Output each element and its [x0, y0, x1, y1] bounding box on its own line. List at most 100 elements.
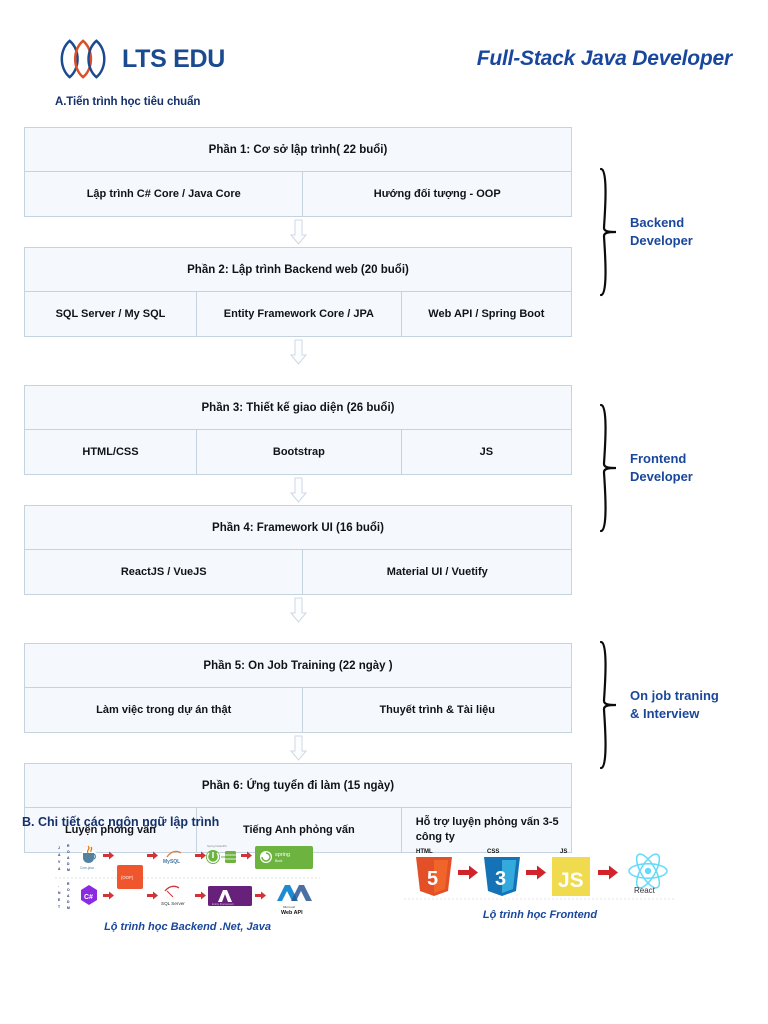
role-brace: On job traning & Interview [598, 639, 719, 771]
svg-text:C#: C# [84, 894, 93, 901]
svg-text:Entity Framework: Entity Framework [212, 902, 234, 906]
csharp-icon: C# [81, 885, 97, 905]
phase-subject-row: Lập trình C# Core / Java Core Hướng đối t… [25, 172, 571, 216]
microsoft-web-api-icon: Microsoft Web API [277, 885, 312, 915]
svg-text:.: . [58, 884, 59, 888]
svg-text:Web API: Web API [281, 910, 303, 915]
svg-text:D: D [67, 900, 70, 904]
svg-text:J: J [58, 846, 60, 850]
svg-text:A: A [67, 856, 70, 860]
svg-text:R: R [67, 882, 70, 886]
phase-block: Phần 5: On Job Training (22 ngày )Làm vi… [24, 643, 572, 733]
role-brace: Backend Developer [598, 166, 693, 298]
svg-text:3: 3 [495, 868, 506, 890]
phase-subject-cell: Hướng đối tượng - OOP [373, 187, 501, 200]
svg-text:A: A [67, 894, 70, 898]
css3-icon: CSS 3 [484, 849, 520, 896]
flow-arrow-connector [24, 217, 572, 247]
phase-subject-cell: Bootstrap [197, 430, 402, 474]
phase-subject-cell: Material UI / Vuetify [386, 565, 488, 578]
phase-subject-cell: Hỗ trợ luyện phỏng vấn 3-5 công ty [415, 816, 559, 843]
sql-server-icon: SQL Server [161, 885, 185, 906]
entity-framework-icon: Entity Framework [208, 886, 252, 906]
phase-subject-cell: ReactJS / VueJS [25, 550, 304, 594]
svg-text:O: O [67, 850, 70, 854]
svg-text:JS: JS [560, 849, 567, 855]
phase-block: Phần 1: Cơ sở lập trình( 22 buổi)Lập trì… [24, 127, 572, 217]
svg-text:spring: spring [275, 852, 290, 858]
phase-block: Phần 2: Lập trình Backend web (20 buổi)S… [24, 247, 572, 337]
phase-subject-row: ReactJS / VueJS Material UI / Vuetify [25, 550, 571, 594]
role-label: Backend Developer [630, 215, 693, 248]
phase-title: Phần 2: Lập trình Backend web (20 buổi) [25, 248, 571, 292]
phase-block: Phần 3: Thiết kế giao diện (26 buổi)HTML… [24, 385, 572, 475]
svg-text:O: O [67, 888, 70, 892]
flow-arrow-connector [24, 475, 572, 505]
frontend-roadmap: HTML 5 CSS 3 JS JS [400, 841, 680, 921]
flow-arrow-connector [24, 733, 572, 763]
section-a-heading: A.Tiến trình học tiêu chuẩn [55, 96, 201, 108]
flow-arrow-connector [24, 595, 572, 625]
phase-subject-cell: SQL Server / My SQL [25, 292, 197, 336]
svg-text:Spring Data/JPA: Spring Data/JPA [207, 844, 227, 848]
page-title: Full-Stack Java Developer [476, 47, 732, 70]
phase-title: Phần 5: On Job Training (22 ngày ) [25, 644, 571, 688]
mysql-icon: MySQL [163, 850, 182, 865]
brand-name: LTS EDU [122, 44, 225, 73]
brand-logo: LTS EDU [56, 38, 225, 80]
svg-text:N: N [58, 891, 61, 895]
svg-text:A: A [58, 853, 61, 857]
role-label: Frontend Developer [630, 451, 693, 484]
svg-text:T: T [58, 905, 61, 909]
phase-subject-cell: Tiếng Anh phỏng vấn [197, 808, 402, 852]
core-java-icon: Core-java [80, 845, 98, 870]
svg-text:JS: JS [558, 869, 584, 892]
svg-text:E: E [58, 898, 61, 902]
phase-title: Phần 4: Framework UI (16 buổi) [25, 506, 571, 550]
svg-text:5: 5 [427, 868, 438, 890]
svg-text:M: M [67, 906, 70, 910]
spring-data-jpa-icon: Spring Data/JPA [206, 844, 236, 864]
svg-text:React: React [634, 886, 656, 895]
svg-text:HTML: HTML [416, 849, 433, 855]
html5-icon: HTML 5 [416, 849, 452, 896]
phase-block: Phần 6: Ứng tuyển đi làm (15 ngày)Luyện … [24, 763, 572, 853]
page-header: LTS EDU Full-Stack Java Developer [0, 0, 768, 95]
spring-boot-icon: spring Boot [255, 846, 313, 869]
flow-arrow-connector [24, 337, 572, 367]
svg-text:A: A [58, 867, 61, 871]
phase-title: Phần 3: Thiết kế giao diện (26 buổi) [25, 386, 571, 430]
phase-subject-cell: Entity Framework Core / JPA [197, 292, 402, 336]
phase-subject-cell: Làm việc trong dự án thật [25, 688, 304, 732]
svg-text:R: R [67, 844, 70, 848]
svg-text:Boot: Boot [275, 859, 282, 863]
javascript-icon: JS JS [552, 849, 590, 896]
lts-leaf-logo-icon [56, 38, 112, 80]
flow-spacer [24, 625, 572, 643]
svg-text:Core-java: Core-java [80, 866, 94, 870]
phase-subject-cell: JS [479, 445, 494, 458]
phase-subject-cell: Lập trình C# Core / Java Core [25, 172, 304, 216]
section-b-heading: B. Chi tiết các ngôn ngữ lập trình [22, 815, 220, 829]
phase-subject-cell: Web API / Spring Boot [428, 307, 545, 320]
phase-block: Phần 4: Framework UI (16 buổi)ReactJS / … [24, 505, 572, 595]
svg-text:SQL Server: SQL Server [161, 901, 185, 906]
phase-title: Phần 6: Ứng tuyển đi làm (15 ngày) [25, 764, 571, 808]
backend-roadmap-caption: Lộ trình học Backend .Net, Java [104, 921, 271, 933]
svg-text:V: V [58, 860, 61, 864]
frontend-roadmap-caption: Lộ trình học Frontend [482, 909, 598, 921]
react-icon: React [628, 853, 668, 895]
svg-text:CSS: CSS [487, 849, 499, 855]
svg-text:MySQL: MySQL [163, 859, 180, 865]
phase-subject-cell: HTML/CSS [25, 430, 197, 474]
phase-flow: Phần 1: Cơ sở lập trình( 22 buổi)Lập trì… [24, 127, 572, 853]
flow-spacer [24, 367, 572, 385]
svg-text:D: D [67, 862, 70, 866]
phase-title: Phần 1: Cơ sở lập trình( 22 buổi) [25, 128, 571, 172]
